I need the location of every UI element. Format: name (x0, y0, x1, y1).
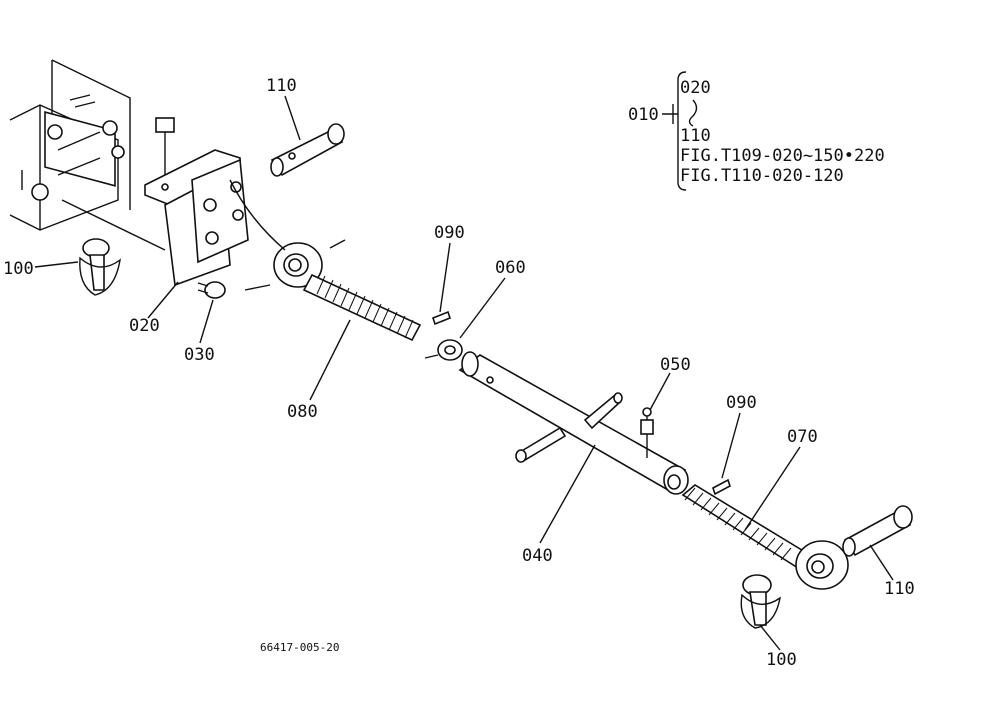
legend-fig-2: FIG.T110-020-120 (680, 166, 844, 186)
legend-fig-1: FIG.T109-020~150•220 (680, 146, 885, 166)
legend-group-number: 010 (628, 105, 659, 125)
label-030: 030 (184, 345, 215, 365)
pin-110-bottom (842, 505, 913, 557)
rod-end-070 (681, 484, 849, 590)
label-070: 070 (787, 427, 818, 447)
bolt-030 (197, 281, 226, 299)
drawing-number: 66417-005-20 (260, 641, 339, 654)
reference-legend: 010 020 110 FIG.T109-020~150•220 FIG.T11… (628, 71, 885, 191)
label-090-right: 090 (726, 393, 757, 413)
lynch-pin-100-bottom (740, 574, 782, 629)
rod-end-080 (244, 239, 422, 342)
legend-to: 110 (680, 126, 711, 146)
label-090-left: 090 (434, 223, 465, 243)
spring-pin-090-left (432, 310, 451, 326)
pipe-040 (458, 351, 689, 495)
label-060: 060 (495, 258, 526, 278)
label-040: 040 (522, 546, 553, 566)
label-110-bottom: 110 (884, 579, 915, 599)
legend-from: 020 (680, 78, 711, 98)
label-100-left: 100 (3, 259, 34, 279)
label-110-top: 110 (266, 76, 297, 96)
lynch-pin-100-left (79, 238, 121, 296)
frame-mount (9, 59, 131, 231)
bracket-020 (144, 149, 249, 287)
label-080: 080 (287, 402, 318, 422)
bolt-top (155, 117, 175, 175)
nut-060 (424, 339, 463, 361)
leader-lines (34, 95, 894, 651)
label-050: 050 (660, 355, 691, 375)
spring-pin-090-right (712, 478, 731, 496)
label-100-bottom: 100 (766, 650, 797, 670)
grease-nipple-050 (640, 407, 654, 458)
label-020: 020 (129, 316, 160, 336)
pin-110-top (270, 123, 345, 177)
